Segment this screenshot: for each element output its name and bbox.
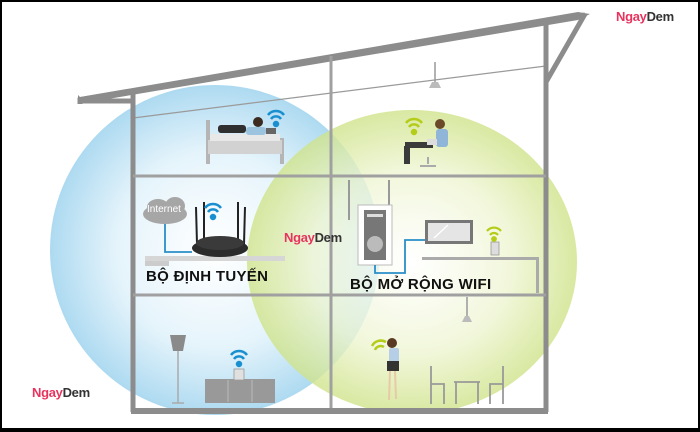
wifi-icon-green-study <box>405 117 423 136</box>
wifi-icon-blue-living <box>230 349 248 368</box>
extender-label: BỘ MỞ RỘNG WIFI <box>350 276 492 293</box>
person-chair-icon <box>404 119 448 167</box>
internet-label: Internet <box>147 204 181 215</box>
wifi-icon-blue-bedroom <box>267 109 285 128</box>
person-phone-icon <box>387 338 399 401</box>
internet-cloud-icon <box>143 197 187 224</box>
router-icon <box>192 202 248 257</box>
wifi-icon-green-phone <box>370 339 387 351</box>
brand-watermark-center: NgayDem <box>284 230 342 245</box>
wifi-icon-green-tv <box>486 226 502 242</box>
tv-icon <box>425 220 473 244</box>
bed-icon <box>206 117 284 164</box>
brand-watermark-bottom-left: NgayDem <box>32 385 90 400</box>
cabinet-icon <box>205 368 275 403</box>
wifi-extender-icon <box>348 180 393 266</box>
dining-table-icon <box>430 366 504 404</box>
extender-coverage <box>247 110 577 414</box>
router-label: BỘ ĐỊNH TUYẾN <box>146 268 269 285</box>
floor-lamp-icon <box>170 335 186 404</box>
wifi-icon-blue-router <box>204 202 222 221</box>
brand-watermark-top-right: NgayDem <box>616 9 674 24</box>
